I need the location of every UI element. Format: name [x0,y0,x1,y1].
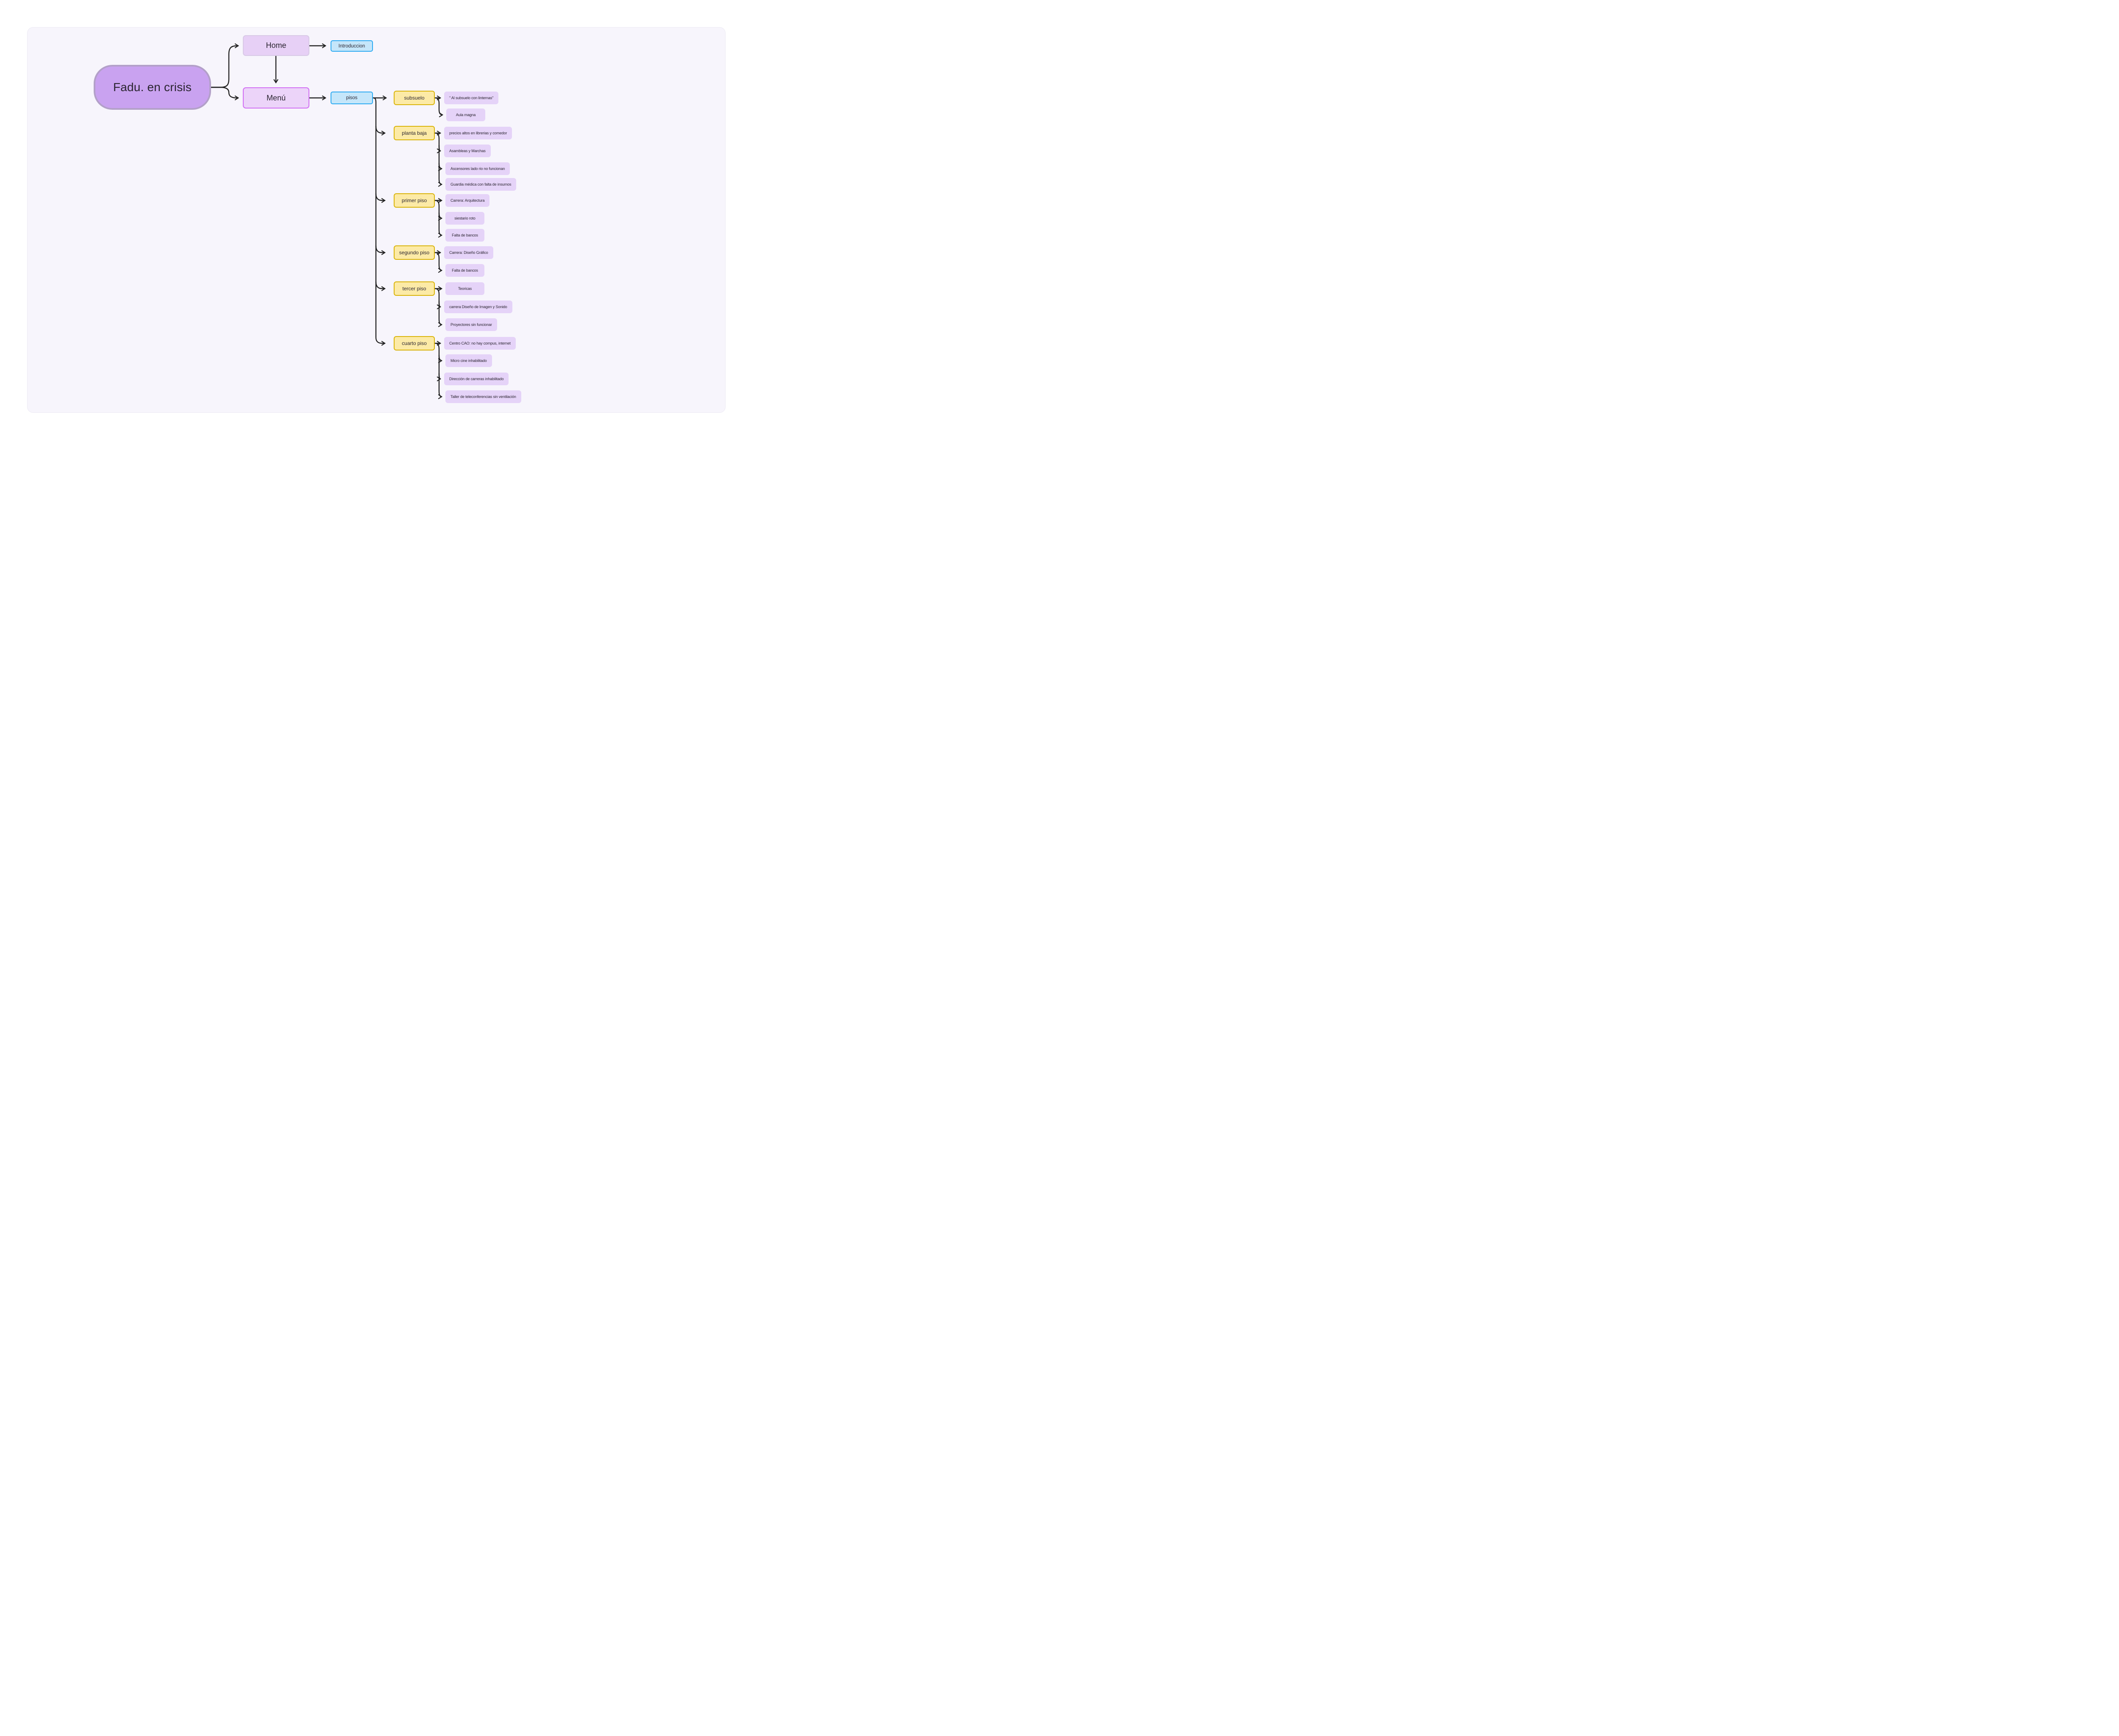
leaf-node[interactable]: Asambleas y Marchas [444,145,491,157]
floor-node-cuarto-piso[interactable]: cuarto piso [394,336,435,351]
leaf-node[interactable]: carrera Diseño de Imagen y Sonido [444,300,512,313]
leaf-node[interactable]: Carrera: Diseño Gráfico [444,246,493,259]
leaf-node[interactable]: " Al subsuelo con linternas" [444,92,499,104]
leaf-node[interactable]: Centro CAO: no hay compus, internet [444,337,516,350]
leaf-node[interactable]: Guardia médica con falta de insumos [445,178,517,191]
leaf-node[interactable]: Proyectores sin funcionar [445,318,497,331]
leaf-node[interactable]: Teoricas [445,282,484,295]
floor-node-subsuelo[interactable]: subsuelo [394,91,435,105]
pisos-node[interactable]: pisos [331,92,373,104]
root-node[interactable]: Fadu. en crisis [94,65,211,110]
leaf-node[interactable]: Aula magna [446,108,485,121]
leaf-node[interactable]: Falta de bancos [445,229,484,242]
introduccion-node[interactable]: Introduccion [331,40,373,52]
floor-node-primer-piso[interactable]: primer piso [394,193,435,208]
leaf-node[interactable]: Carrera: Arquitectura [445,194,490,207]
floor-node-tercer-piso[interactable]: tercer piso [394,281,435,296]
leaf-node[interactable]: Ascensores lado rio no funcionan [445,162,510,175]
menu-node[interactable]: Menú [243,87,309,108]
floor-node-segundo-piso[interactable]: segundo piso [394,245,435,260]
floor-node-planta-baja[interactable]: planta baja [394,126,435,140]
leaf-node[interactable]: Dirección de carreras inhabilitado [444,373,509,385]
home-node[interactable]: Home [243,35,309,56]
leaf-node[interactable]: Falta de bancos [445,264,484,277]
leaf-node[interactable]: precios altos en librerias y comedor [444,127,512,139]
leaf-node[interactable]: siestario roto [445,212,484,225]
leaf-node[interactable]: Taller de teleconferencias sin ventilaci… [445,390,521,403]
leaf-node[interactable]: Micro cine inhabilitado [445,354,492,367]
